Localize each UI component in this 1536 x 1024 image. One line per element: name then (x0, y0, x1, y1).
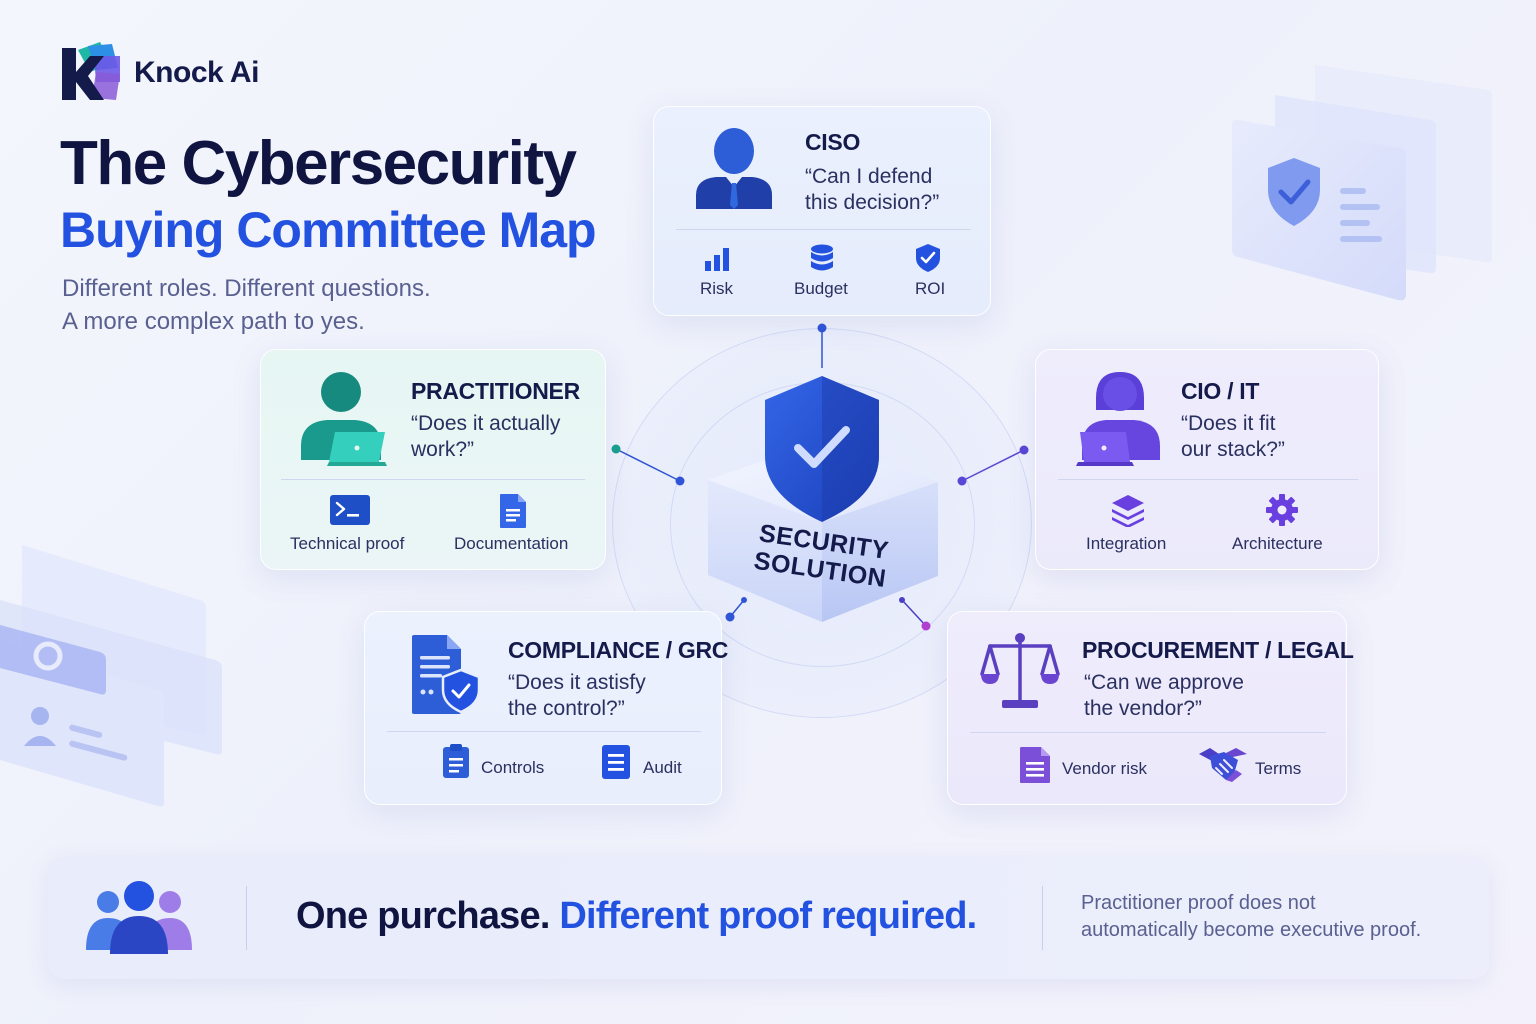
group-people-icon (86, 881, 192, 954)
ciso-item-budget: Budget (794, 279, 848, 298)
card-cio: CIO / IT “Does it fit our stack?” Integr… (1035, 349, 1379, 570)
person-laptop-icon (1076, 372, 1160, 466)
banner-separator-right (1042, 886, 1043, 950)
compliance-divider (387, 731, 701, 732)
bottom-banner (48, 857, 1489, 979)
document-icon (500, 494, 526, 528)
compliance-title: COMPLIANCE / GRC (508, 637, 729, 663)
security-solution-block (708, 376, 938, 622)
roi-shield-icon (916, 244, 940, 272)
budget-coins-icon (811, 244, 833, 271)
practitioner-question: “Does it actually work?” (411, 412, 561, 461)
card-ciso: CISO “Can I defend this decision?” Risk … (653, 106, 991, 316)
cio-question: “Does it fit our stack?” (1181, 412, 1285, 461)
practitioner-divider (281, 479, 585, 480)
person-laptop-icon (301, 372, 387, 466)
banner-headline-part1: One purchase. (296, 895, 550, 937)
page-subtitle: Different roles. Different questions. A … (62, 272, 431, 338)
terminal-icon (330, 495, 370, 525)
cio-divider (1058, 479, 1358, 480)
subtitle-line2: A more complex path to yes. (62, 308, 365, 335)
banner-headline-part2: Different proof required. (559, 895, 977, 937)
banner-separator-left (246, 886, 247, 950)
compliance-item-controls: Controls (481, 758, 545, 777)
executive-person-icon (696, 128, 772, 209)
gear-icon (1266, 494, 1298, 526)
brand-name: Knock Ai (134, 56, 259, 89)
ciso-divider (676, 229, 971, 230)
cio-title: CIO / IT (1181, 378, 1260, 404)
brand: Knock Ai (60, 42, 259, 104)
compliance-item-audit: Audit (643, 758, 682, 777)
risk-chart-icon (705, 248, 729, 271)
procurement-question: “Can we approve the vendor?” (1084, 671, 1244, 720)
page-title-line1: The Cybersecurity (60, 129, 577, 198)
card-practitioner: PRACTITIONER “Does it actually work?” Te… (260, 349, 606, 570)
subtitle-line1: Different roles. Different questions. (62, 275, 431, 302)
page-title-line2: Buying Committee Map (60, 202, 597, 258)
handshake-icon (1199, 748, 1247, 782)
document-shield-icon (412, 635, 481, 714)
banner-headline: One purchase. Different proof required. (296, 895, 977, 938)
layers-stack-icon (1112, 495, 1144, 527)
vendor-document-icon (1020, 747, 1050, 783)
knock-logo-icon (62, 42, 120, 100)
procurement-title: PROCUREMENT / LEGAL (1082, 637, 1354, 663)
clipboard-icon (443, 744, 469, 778)
audit-list-icon (602, 745, 630, 779)
compliance-question: “Does it astisfy the control?” (508, 671, 646, 720)
ciso-item-roi: ROI (915, 279, 946, 298)
card-compliance: COMPLIANCE / GRC “Does it astisfy the co… (364, 611, 728, 805)
banner-note: Practitioner proof does not automaticall… (1081, 892, 1422, 941)
ciso-title: CISO (805, 129, 861, 155)
decorative-panels-left (0, 545, 222, 807)
decorative-panels-top-right (1232, 65, 1492, 301)
cio-item-architecture: Architecture (1232, 534, 1323, 553)
procurement-item-vendor-risk: Vendor risk (1062, 759, 1148, 778)
card-procurement: PROCUREMENT / LEGAL “Can we approve the … (947, 611, 1354, 805)
practitioner-title: PRACTITIONER (411, 378, 580, 404)
ciso-item-risk: Risk (700, 279, 734, 298)
ciso-question: “Can I defend this decision?” (805, 165, 940, 214)
scales-icon (980, 633, 1060, 708)
procurement-item-terms: Terms (1255, 759, 1302, 778)
practitioner-item-documentation: Documentation (454, 534, 569, 553)
practitioner-item-technical-proof: Technical proof (290, 534, 405, 553)
cio-item-integration: Integration (1086, 534, 1167, 553)
procurement-divider (970, 732, 1326, 733)
